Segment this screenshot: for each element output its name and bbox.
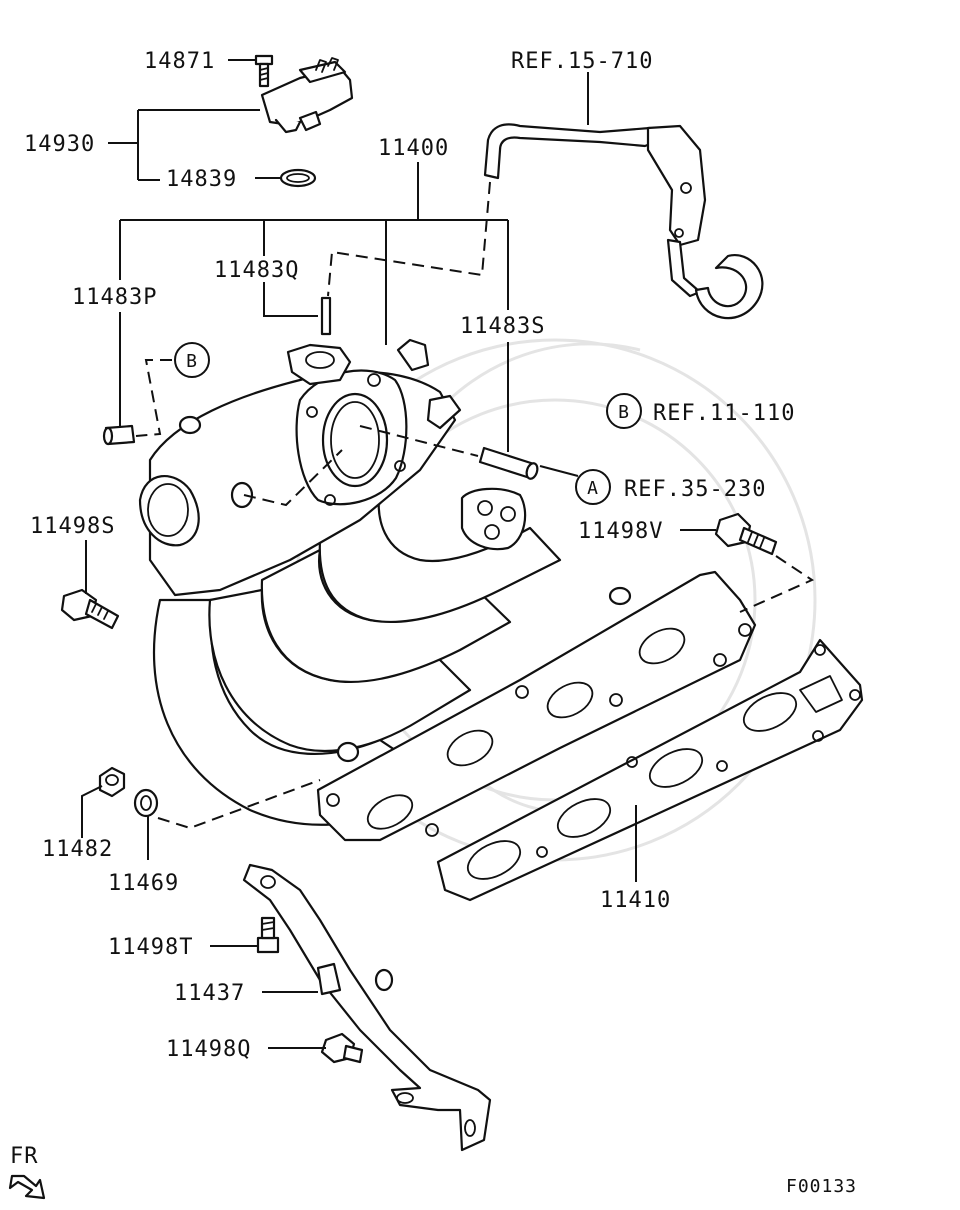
callout-b-ref-letter: B <box>618 402 630 423</box>
pcv-hose <box>483 123 764 320</box>
leader-lines <box>81 59 716 1049</box>
label-11437: 11437 <box>174 981 245 1006</box>
label-11483S: 11483S <box>460 314 545 339</box>
pipe-11483S <box>478 446 539 480</box>
callout-b-diagram: B <box>174 342 210 378</box>
drawing-code: F00133 <box>786 1176 857 1197</box>
dashed-lines <box>135 181 815 830</box>
callout-b-reference: B <box>606 393 642 429</box>
label-14871: 14871 <box>144 49 215 74</box>
bolt-11498S <box>60 588 120 630</box>
label-11410: 11410 <box>600 888 671 913</box>
ref-label-15-710: REF.15-710 <box>511 49 653 74</box>
callout-a-letter: A <box>587 478 599 499</box>
bolt-11498V <box>714 512 778 556</box>
pin-11483Q <box>320 296 332 336</box>
bolt-14871 <box>254 54 274 88</box>
map-sensor <box>260 57 354 134</box>
label-11483Q: 11483Q <box>214 258 299 283</box>
label-11469: 11469 <box>108 871 179 896</box>
front-direction-indicator: FR <box>8 1144 46 1200</box>
callout-b-letter: B <box>186 351 198 372</box>
intake-manifold <box>138 338 757 842</box>
label-11498S: 11498S <box>30 514 115 539</box>
front-arrow-icon <box>8 1174 46 1200</box>
ref-label-11-110: REF.11-110 <box>653 401 795 426</box>
label-14839: 14839 <box>166 167 237 192</box>
plug-11483P <box>102 424 136 446</box>
label-11498Q: 11498Q <box>166 1037 251 1062</box>
bolt-11498Q <box>320 1032 364 1064</box>
nut-11482 <box>98 766 126 798</box>
callout-a-diagram: A <box>575 469 611 505</box>
label-11483P: 11483P <box>72 285 157 310</box>
label-11482: 11482 <box>42 837 113 862</box>
label-11498T: 11498T <box>108 935 193 960</box>
front-label: FR <box>10 1144 39 1169</box>
bolt-11498T <box>256 916 280 954</box>
ref-label-35-230: REF.35-230 <box>624 477 766 502</box>
label-11498V: 11498V <box>578 519 663 544</box>
o-ring-14839 <box>279 168 317 188</box>
label-14930: 14930 <box>24 132 95 157</box>
washer-11469 <box>133 788 159 818</box>
intake-gasket <box>436 638 864 902</box>
manifold-stay <box>242 863 492 1152</box>
label-11400: 11400 <box>378 136 449 161</box>
